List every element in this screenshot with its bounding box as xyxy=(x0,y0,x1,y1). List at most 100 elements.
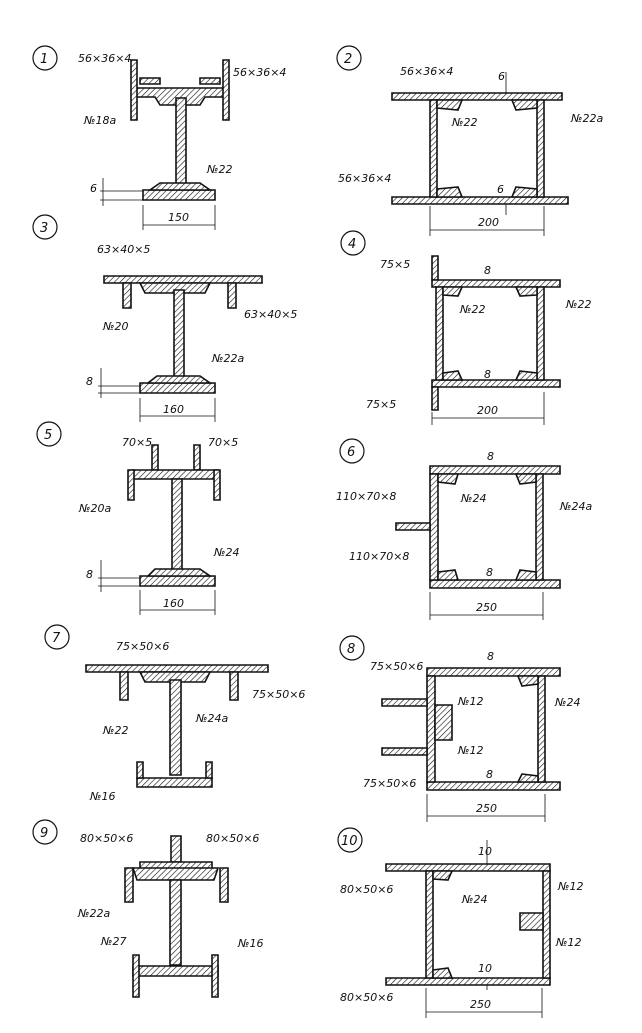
figure-9: 9 80×50×6 80×50×6 №22а №27 №16 xyxy=(32,819,263,998)
label-angle-top: 75×50×6 xyxy=(370,660,423,673)
dim-width: 160 xyxy=(163,597,184,610)
figure-6: 6 110×70×8 №24 №24а 110×70×8 8 8 250 xyxy=(336,438,592,620)
right-web xyxy=(537,675,546,783)
label-channel: №20 xyxy=(102,320,128,333)
right-web xyxy=(535,473,544,581)
angle-left-leg xyxy=(139,77,161,85)
ibeam-flange xyxy=(139,575,216,587)
ibeam-web xyxy=(169,879,182,966)
ibeam-flange xyxy=(139,382,216,394)
figure-10: 10 80×50×6 №24 №12 №12 80×50×6 10 10 250 xyxy=(337,827,583,1018)
label-angle-top: 80×50×6 xyxy=(340,883,393,896)
label-angle-right: 63×40×5 xyxy=(244,308,297,321)
figure-5: 5 70×5 70×5 №20а №24 8 160 xyxy=(36,421,239,615)
label-angle-bottom: 110×70×8 xyxy=(349,550,409,563)
channel-12 xyxy=(434,704,453,741)
figure-1: 1 56×36×4 56×36×4 №18а №22 6 150 xyxy=(32,45,286,230)
label-angle-top: 56×36×4 xyxy=(400,65,453,78)
label-angle-right: 70×5 xyxy=(208,436,238,449)
label-angle-right: 56×36×4 xyxy=(233,66,286,79)
angle-leg xyxy=(395,522,431,531)
dim-width: 200 xyxy=(478,216,499,229)
dim-width: 150 xyxy=(168,211,189,224)
top-plate xyxy=(385,863,551,872)
channel-12 xyxy=(519,912,544,931)
angle-upper xyxy=(381,698,428,707)
channel-20-left xyxy=(122,282,132,309)
figure-number-circle xyxy=(336,45,362,71)
ibeam-web xyxy=(171,478,183,576)
figure-number-circle xyxy=(44,624,70,650)
channel-22-web xyxy=(429,99,438,198)
dim-width: 250 xyxy=(476,802,497,815)
label-channel-upper: №12 xyxy=(457,695,483,708)
label-channel-right: №24а xyxy=(559,500,592,513)
label-angle-top: 75×50×6 xyxy=(116,640,169,653)
label-channel-22: №22 xyxy=(451,116,477,129)
dim-width: 250 xyxy=(476,601,497,614)
left-web xyxy=(429,473,439,581)
label-channel: №22 xyxy=(102,724,128,737)
angle-right-leg xyxy=(199,77,221,85)
bottom-plate xyxy=(431,379,561,388)
label-channel-left: №22 xyxy=(459,303,485,316)
channel-22a-web xyxy=(536,99,545,198)
figure-8: 8 75×50×6 №12 №24 №12 75×50×6 8 8 250 xyxy=(339,635,580,822)
figure-number: 10 xyxy=(341,834,358,849)
top-plate xyxy=(426,667,561,677)
figure-number: 8 xyxy=(347,642,355,657)
label-angle-right: 75×50×6 xyxy=(252,688,305,701)
figure-number-circle xyxy=(339,438,365,464)
ibeam-22-flange xyxy=(142,189,216,201)
figure-number: 7 xyxy=(52,631,61,646)
label-angle-left: 80×50×6 xyxy=(80,832,133,845)
label-angle-bottom: 56×36×4 xyxy=(338,172,391,185)
channel-16 xyxy=(132,965,219,977)
ibeam-22-fillet xyxy=(147,182,213,191)
label-angle-right: 80×50×6 xyxy=(206,832,259,845)
label-angle-left: 70×5 xyxy=(122,436,152,449)
dim-thickness-bottom: 8 xyxy=(484,368,491,381)
figure-number-circle xyxy=(340,230,366,256)
figure-number: 1 xyxy=(40,52,48,67)
label-angle-top: 110×70×8 xyxy=(336,490,396,503)
bottom-plate xyxy=(391,196,569,205)
dim-thickness-bottom: 6 xyxy=(497,183,504,196)
left-web xyxy=(425,870,434,979)
label-ibeam: №22а xyxy=(211,352,244,365)
label-bottom-channel: №16 xyxy=(237,937,263,950)
label-channel: №22а xyxy=(77,907,110,920)
channel-right-web xyxy=(536,286,545,381)
dim-thickness-top: 8 xyxy=(484,264,491,277)
dim-thickness-top: 8 xyxy=(487,650,494,663)
figure-number-circle xyxy=(339,635,365,661)
top-plate xyxy=(85,664,269,673)
channel-20-right xyxy=(227,282,237,309)
figure-number: 2 xyxy=(344,52,352,67)
label-channel-left: №24 xyxy=(461,893,487,906)
figure-number: 6 xyxy=(347,445,355,460)
channel-left-web xyxy=(435,286,444,381)
label-angle-top: 63×40×5 xyxy=(97,243,150,256)
channel-16 xyxy=(136,777,213,788)
dim-thickness-top: 10 xyxy=(478,845,492,858)
channel-top xyxy=(131,469,219,480)
figure-number-circle xyxy=(337,827,363,853)
top-plate xyxy=(429,465,561,475)
figure-number-circle xyxy=(32,819,58,845)
dim-thickness-bottom: 8 xyxy=(486,566,493,579)
dim-width: 160 xyxy=(163,403,184,416)
label-channel-right: №24 xyxy=(554,696,580,709)
figure-3: 3 63×40×5 №20 63×40×5 №22а 8 160 xyxy=(32,214,297,422)
label-bottom-channel: №16 xyxy=(89,790,115,803)
label-angle-bottom: 75×50×6 xyxy=(363,777,416,790)
label-angle-bottom: 75×5 xyxy=(366,398,396,411)
bottom-plate xyxy=(426,781,561,791)
figure-number-circle xyxy=(32,45,58,71)
label-angle-left: 56×36×4 xyxy=(78,52,131,65)
label-ibeam: №24 xyxy=(213,546,239,559)
dim-thickness: 8 xyxy=(86,568,93,581)
label-ibeam: №24а xyxy=(195,712,228,725)
top-plate xyxy=(103,275,263,284)
